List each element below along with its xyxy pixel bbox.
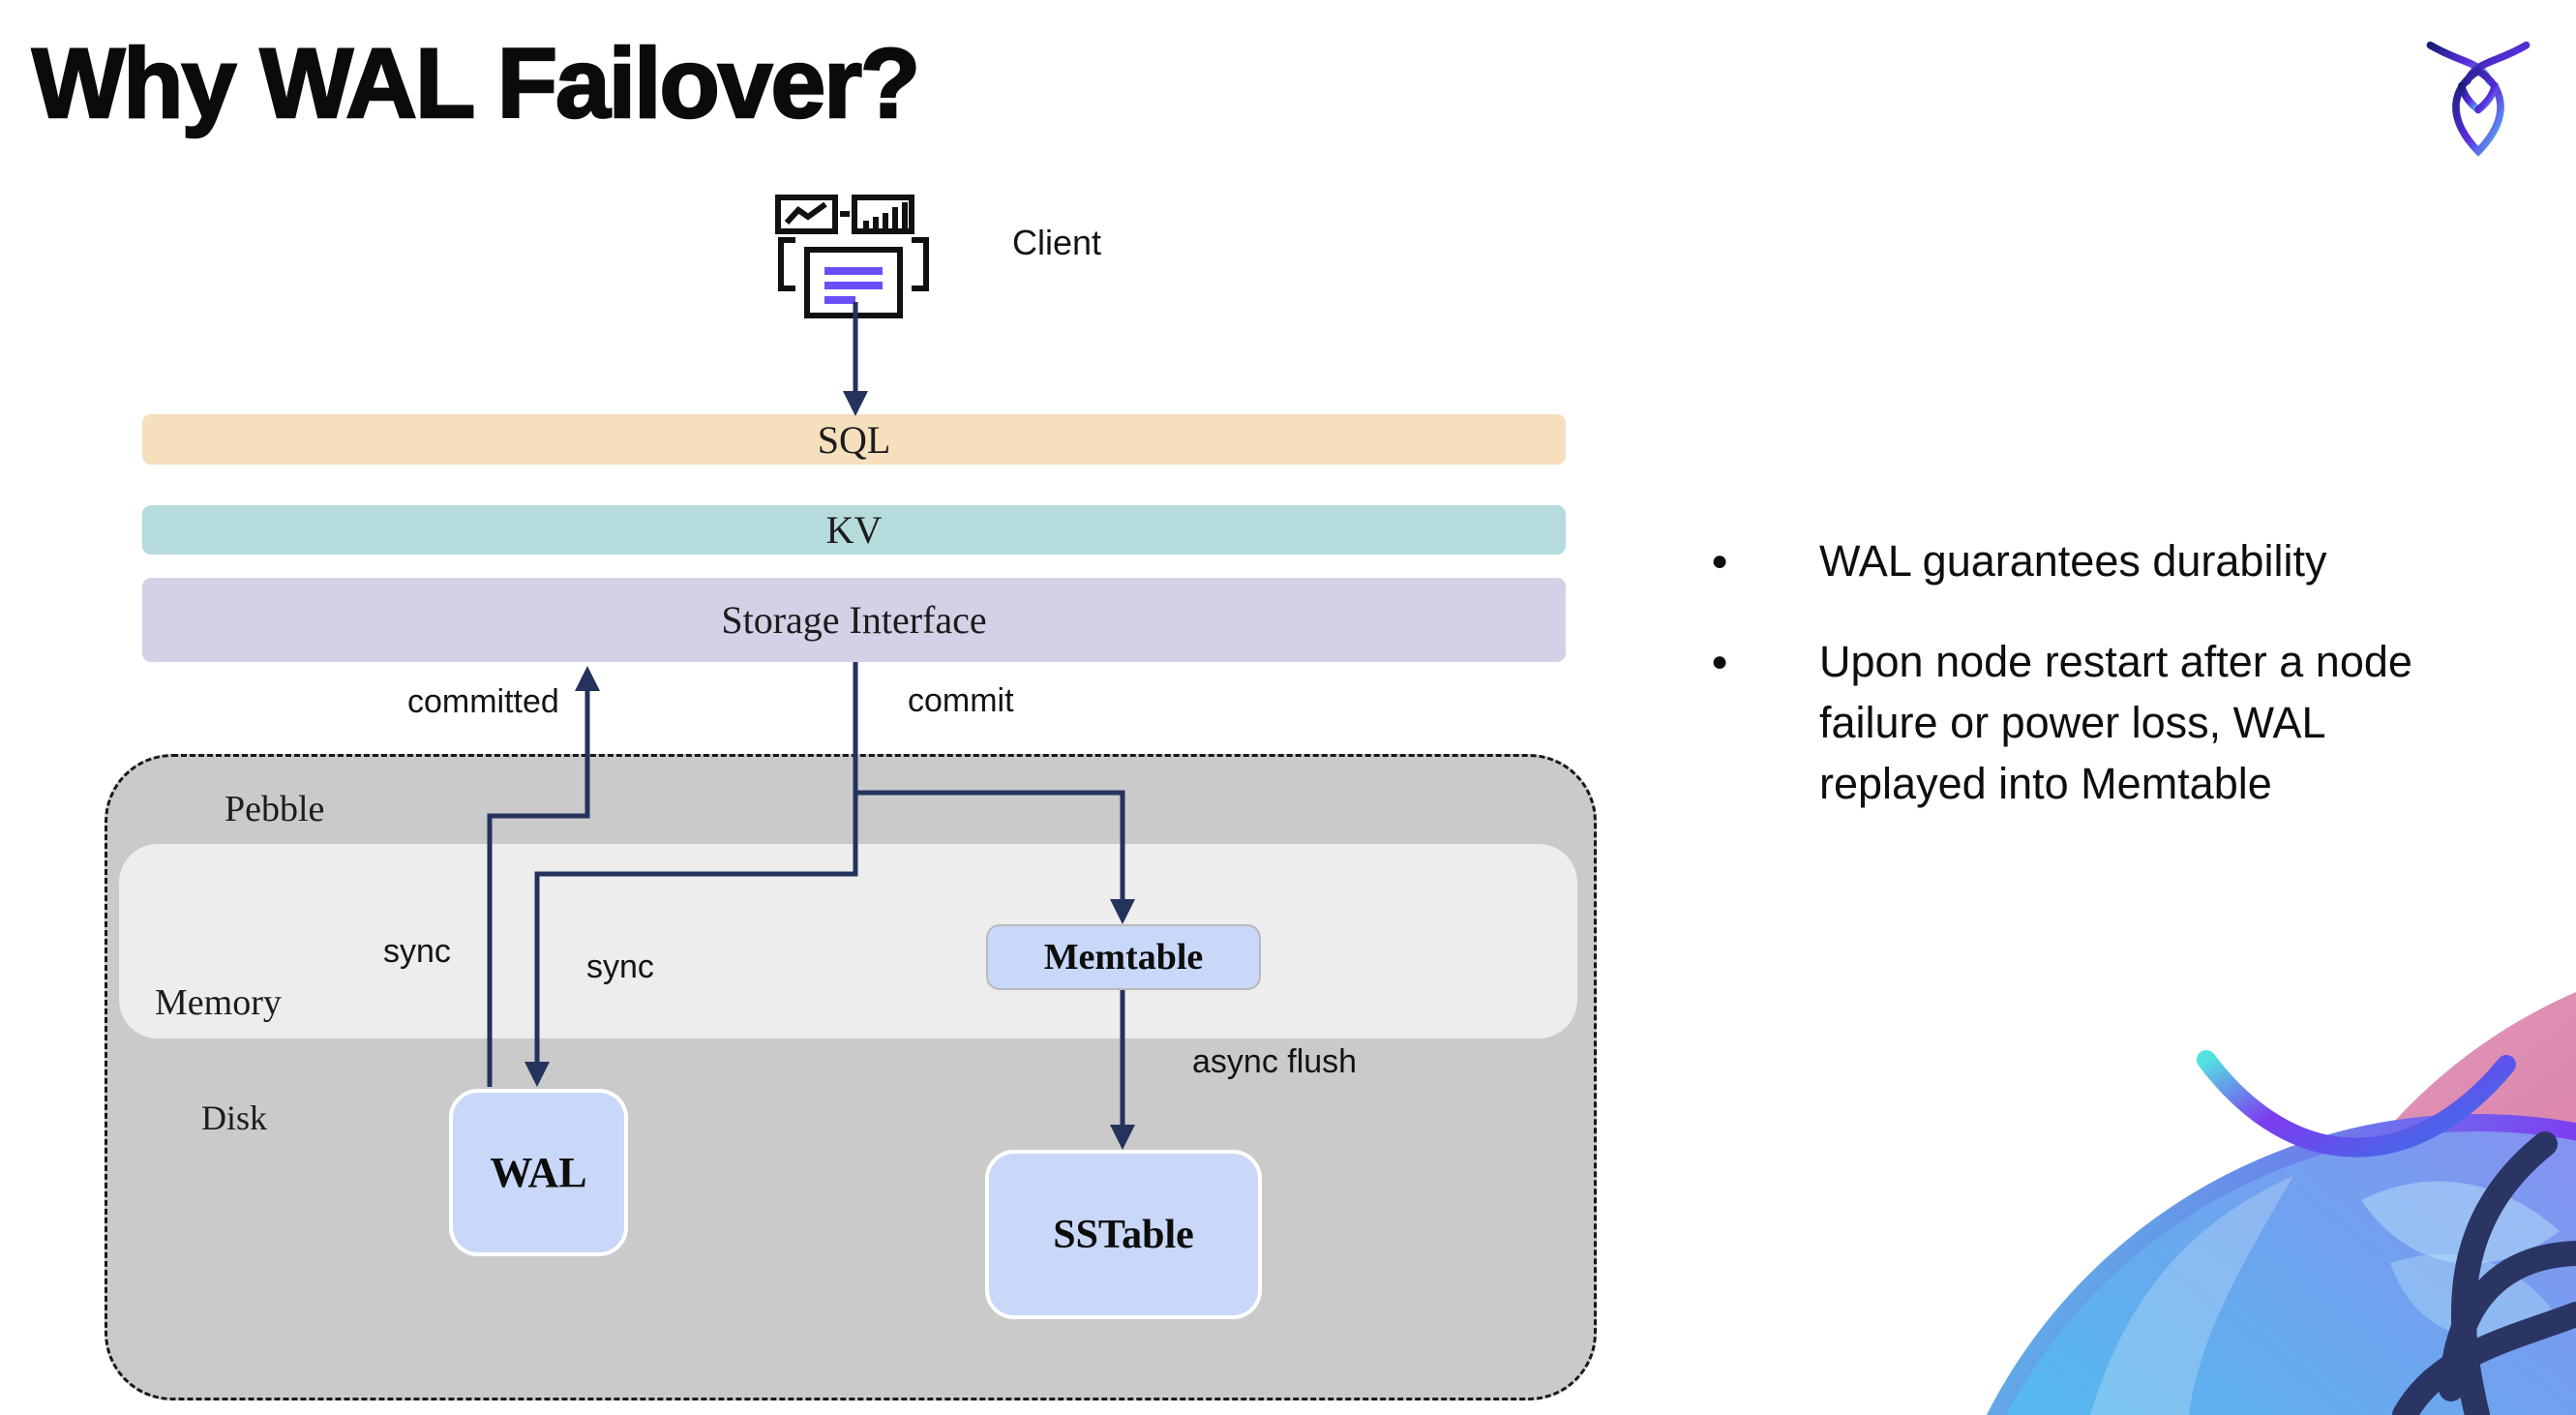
bullet-list: ● WAL guarantees durability ● Upon node …	[1711, 530, 2553, 854]
edge-label-committed: committed	[407, 683, 559, 720]
cockroachdb-logo-icon	[2426, 41, 2531, 157]
client-label: Client	[1012, 223, 1102, 262]
edge-label-async-flush: async flush	[1192, 1043, 1358, 1080]
memtable-node-label: Memtable	[1043, 937, 1204, 978]
bullet-text: WAL guarantees durability	[1819, 536, 2327, 586]
layer-bar-kv: KV	[142, 505, 1566, 555]
bullet-dot-icon: ●	[1711, 545, 1729, 577]
sstable-node: SSTable	[985, 1150, 1262, 1319]
pebble-label: Pebble	[225, 789, 325, 829]
bullet-item: ● WAL guarantees durability	[1711, 530, 2553, 591]
bullet-dot-icon: ●	[1711, 646, 1729, 677]
memory-label: Memory	[155, 982, 282, 1023]
edge-label-sync-right: sync	[586, 948, 654, 985]
wal-node: WAL	[449, 1089, 628, 1256]
client-arrowhead	[843, 391, 868, 416]
committed-arrow	[487, 683, 590, 1087]
layer-bar-sql: SQL	[142, 414, 1566, 465]
layer-bar-kv-label: KV	[825, 508, 883, 552]
wal-node-label: WAL	[490, 1149, 587, 1196]
client-icon	[775, 195, 929, 318]
bullet-item: ● Upon node restart after a node failure…	[1711, 631, 2553, 814]
edge-label-commit: commit	[908, 682, 1014, 719]
page-title: Why WAL Failover?	[31, 27, 922, 140]
edge-label-sync-left: sync	[383, 933, 451, 970]
disk-label: Disk	[201, 1099, 268, 1137]
sstable-arrowhead	[1110, 1125, 1135, 1150]
memtable-arrowhead	[1110, 899, 1135, 924]
commit-to-wal-arrow	[534, 662, 858, 1071]
layer-bar-sql-label: SQL	[817, 417, 891, 462]
wal-arrowhead	[524, 1062, 550, 1087]
committed-arrowhead	[575, 666, 600, 691]
commit-to-memtable-arrow	[855, 790, 1125, 909]
decorative-brand-graphic-icon	[1986, 992, 2576, 1415]
memtable-node: Memtable	[986, 924, 1261, 990]
sstable-node-label: SSTable	[1053, 1212, 1194, 1257]
layer-bar-storage: Storage Interface	[142, 578, 1566, 662]
layer-bar-storage-label: Storage Interface	[721, 598, 987, 642]
bullet-text: Upon node restart after a node failure o…	[1819, 637, 2412, 808]
